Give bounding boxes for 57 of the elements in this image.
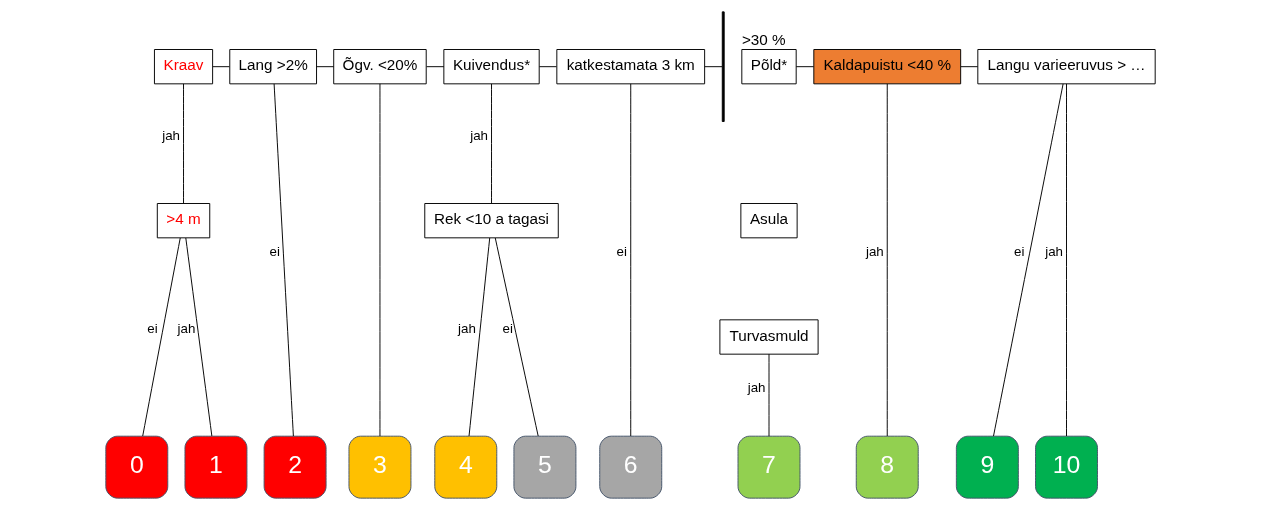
connector [316,66,335,68]
edge-label: ei [502,321,513,337]
node-box: Lang >2% [229,49,318,85]
connector [212,66,230,68]
node-box: 7 [737,435,801,499]
connector [468,237,491,437]
connector [185,237,213,437]
node-box: 1 [184,435,248,499]
node-box: 9 [955,435,1019,499]
connector [886,83,888,437]
connector [538,66,557,68]
connector [494,237,539,437]
node-box: Asula [740,203,798,239]
edge-label: jah [162,127,181,143]
connector [142,237,181,437]
node-box: 0 [105,435,169,499]
connector [273,83,294,437]
node-box: 6 [599,435,663,499]
connector [426,66,445,68]
connector [795,66,815,68]
node-box: Õgv. <20% [333,49,427,85]
connector [768,353,770,437]
edge-label: jah [1045,244,1064,260]
connector [960,66,979,68]
connector [993,83,1064,437]
node-box: Kaldapuistu <40 % [813,49,962,85]
node-box: Turvasmuld [719,319,819,355]
node-box: >4 m [156,203,211,239]
connector [704,66,723,68]
node-box: Kraav [153,49,214,85]
connector [491,83,492,204]
node-box: Rek <10 a tagasi [424,203,559,239]
node-box: 8 [855,435,919,499]
connector [183,83,184,204]
edge-label: ei [147,321,158,337]
edge-label: jah [177,321,196,337]
node-bar [721,11,725,122]
node-label: >30 % [741,30,786,48]
node-box: katkestamata 3 km [556,49,706,85]
node-box: 5 [513,435,577,499]
edge-label: jah [747,379,766,395]
edge-label: ei [269,244,280,260]
connector [630,83,632,437]
connector [1066,83,1067,437]
edge-label: jah [458,321,476,337]
node-box: 10 [1035,435,1098,499]
node-box: 3 [348,435,412,499]
edge-label: ei [1014,244,1025,260]
node-box: 4 [434,435,498,499]
edge-label: jah [865,244,884,260]
edge-label: jah [470,127,489,143]
node-box: Kuivendus* [443,49,540,85]
node-box: 2 [263,435,327,499]
edge-label: ei [616,244,627,260]
node-box: Langu varieeruvus > … [977,49,1156,85]
connector [379,83,381,437]
node-box: Põld* [741,49,797,85]
